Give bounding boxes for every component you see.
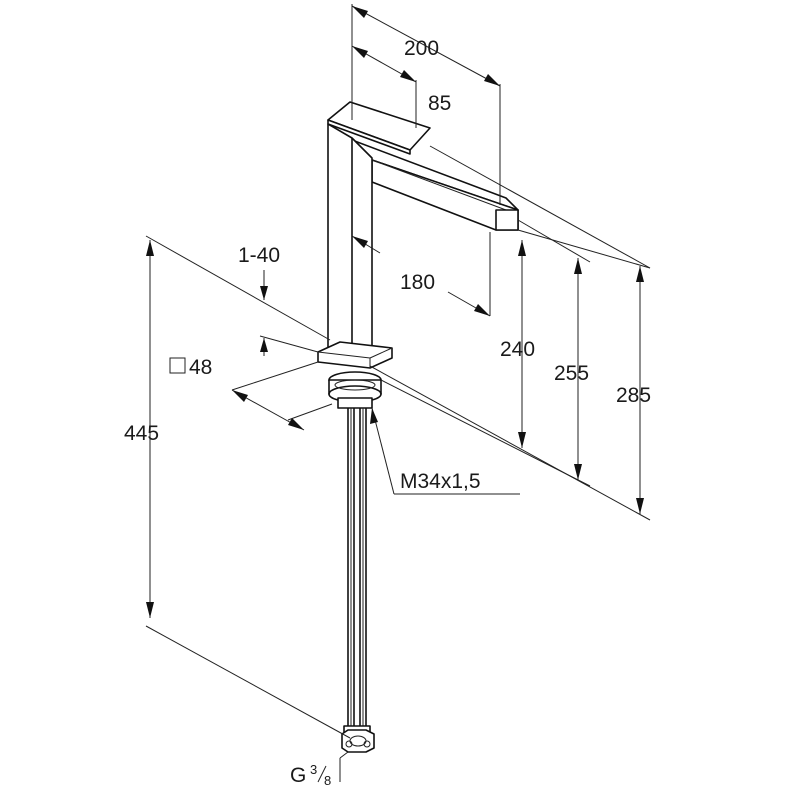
- square-icon: [169, 357, 186, 374]
- connection-numerator: 3: [310, 762, 317, 777]
- thread-label: M34x1,5: [400, 470, 481, 493]
- faucet-body: [317, 101, 519, 753]
- dim-240-label: 240: [500, 338, 535, 361]
- dim-285-label: 285: [616, 384, 651, 407]
- dim-85-label: 85: [428, 92, 451, 115]
- connection-label: G 3 8: [290, 762, 331, 788]
- connection-denominator: 8: [324, 773, 331, 788]
- dim-255-label: 255: [554, 362, 589, 385]
- dim-445-label: 445: [124, 422, 159, 445]
- dim-200-label: 200: [404, 37, 439, 60]
- dim-180-label: 180: [400, 271, 435, 294]
- dimension-lines: [145, 4, 651, 782]
- connection-prefix: G: [290, 764, 306, 787]
- dim-48-label: 48: [189, 356, 212, 379]
- dim-1-40-label: 1-40: [238, 244, 280, 267]
